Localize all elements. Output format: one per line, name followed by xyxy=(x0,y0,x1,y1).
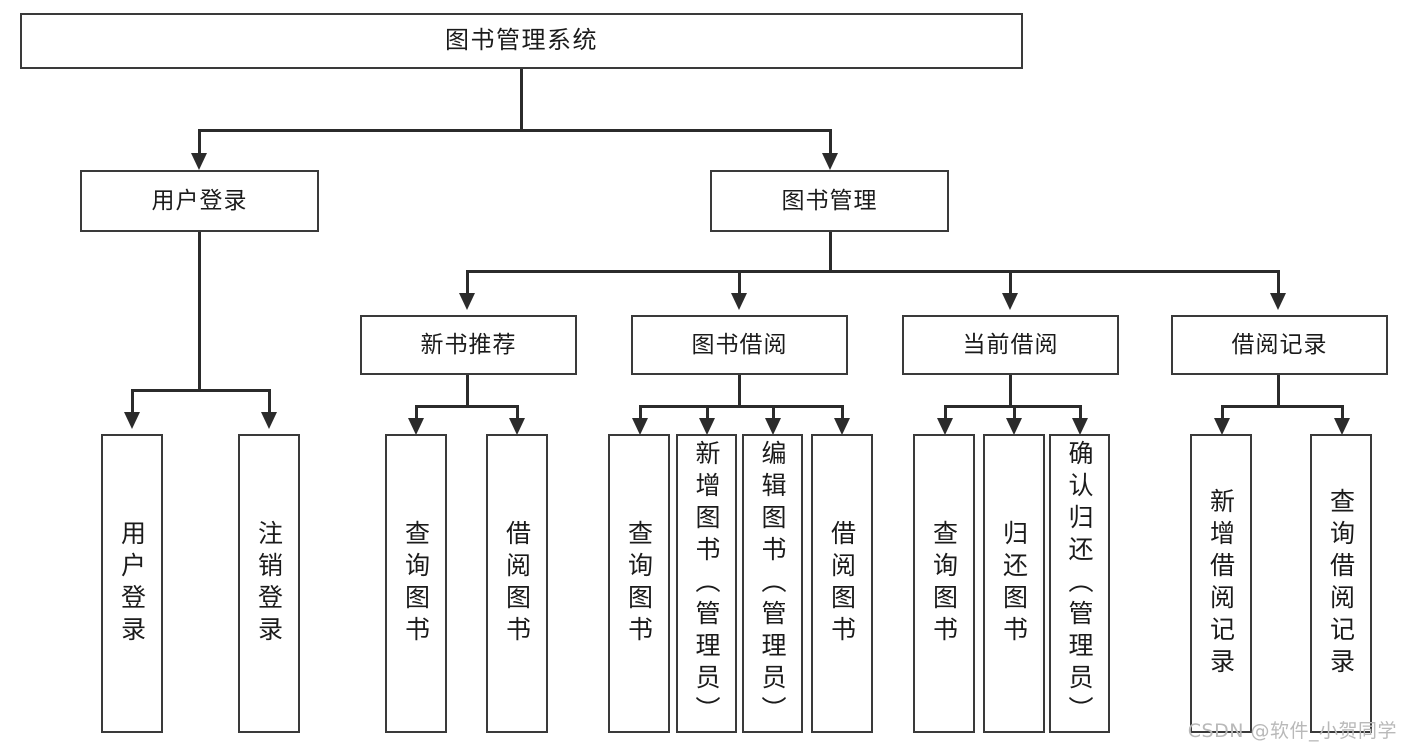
connector-user-login-to-leaf-2 xyxy=(268,389,271,414)
node-label: 查询借阅记录 xyxy=(1326,487,1356,680)
leaf-query-borrow-record[interactable]: 查询借阅记录 xyxy=(1310,434,1372,733)
node-new-book-recommend[interactable]: 新书推荐 xyxy=(360,315,577,375)
connector-book-borrow-stem xyxy=(738,375,741,407)
node-book-management[interactable]: 图书管理 xyxy=(710,170,949,232)
node-label: 注销登录 xyxy=(254,519,284,648)
node-label: 查询图书 xyxy=(624,519,654,648)
arrow-nb-to-leaf-1 xyxy=(408,418,424,435)
leaf-add-borrow-record[interactable]: 新增借阅记录 xyxy=(1190,434,1252,733)
connector-current-borrow-bus xyxy=(944,405,1081,408)
connector-cb-to-leaf-1 xyxy=(944,405,947,420)
arrow-user-login-to-leaf-2 xyxy=(261,412,277,429)
connector-borrow-record-stem xyxy=(1277,375,1280,407)
leaf-logout[interactable]: 注销登录 xyxy=(238,434,300,733)
connector-nb-to-leaf-1 xyxy=(415,405,418,420)
node-label: 新增图书（管理员） xyxy=(692,440,721,728)
connector-bm-to-current-borrow xyxy=(1009,270,1012,295)
csdn-watermark: CSDN @软件_小贺同学 xyxy=(1187,720,1397,742)
arrow-root-to-book-management xyxy=(822,153,838,170)
connector-user-login-to-leaf-1 xyxy=(131,389,134,414)
node-label: 确认归还（管理员） xyxy=(1065,440,1094,728)
arrow-bm-to-borrow-record xyxy=(1270,293,1286,310)
node-label: 图书管理 xyxy=(781,187,878,214)
leaf-add-book-admin[interactable]: 新增图书（管理员） xyxy=(676,434,737,733)
connector-new-book-stem xyxy=(466,375,469,407)
arrow-bb-to-leaf-3 xyxy=(765,418,781,435)
node-label: 借阅图书 xyxy=(502,519,532,648)
connector-nb-to-leaf-2 xyxy=(516,405,519,420)
node-label: 用户登录 xyxy=(151,187,248,214)
connector-root-bus xyxy=(198,129,832,132)
arrow-bb-to-leaf-2 xyxy=(699,418,715,435)
arrow-cb-to-leaf-3 xyxy=(1072,418,1088,435)
node-label: 新增借阅记录 xyxy=(1206,487,1236,680)
node-label: 编辑图书（管理员） xyxy=(758,440,787,728)
connector-user-login-stem xyxy=(198,232,201,392)
connector-root-to-user-login xyxy=(198,129,201,155)
node-label: 借阅记录 xyxy=(1231,331,1328,358)
connector-book-management-bus xyxy=(466,270,1280,273)
node-current-borrow[interactable]: 当前借阅 xyxy=(902,315,1119,375)
connector-book-management-stem xyxy=(829,232,832,272)
arrow-bb-to-leaf-1 xyxy=(632,418,648,435)
arrow-cb-to-leaf-1 xyxy=(937,418,953,435)
node-label: 归还图书 xyxy=(999,519,1029,648)
arrow-bb-to-leaf-4 xyxy=(834,418,850,435)
leaf-query-book-borrow[interactable]: 查询图书 xyxy=(608,434,670,733)
arrow-br-to-leaf-2 xyxy=(1334,418,1350,435)
connector-bb-to-leaf-4 xyxy=(841,405,844,420)
connector-root-stem xyxy=(520,69,523,131)
leaf-user-login[interactable]: 用户登录 xyxy=(101,434,163,733)
leaf-borrow-book[interactable]: 借阅图书 xyxy=(811,434,873,733)
node-label: 图书借阅 xyxy=(691,331,788,358)
connector-cb-to-leaf-2 xyxy=(1013,405,1016,420)
connector-br-to-leaf-2 xyxy=(1341,405,1344,420)
node-label: 查询图书 xyxy=(929,519,959,648)
node-label: 当前借阅 xyxy=(962,331,1059,358)
leaf-confirm-return-admin[interactable]: 确认归还（管理员） xyxy=(1049,434,1110,733)
connector-user-login-bus xyxy=(131,389,268,392)
connector-new-book-bus xyxy=(415,405,519,408)
connector-br-to-leaf-1 xyxy=(1221,405,1224,420)
connector-bb-to-leaf-3 xyxy=(772,405,775,420)
connector-cb-to-leaf-3 xyxy=(1079,405,1082,420)
connector-bm-to-borrow-record xyxy=(1277,270,1280,295)
arrow-bm-to-current-borrow xyxy=(1002,293,1018,310)
arrow-bm-to-new-book xyxy=(459,293,475,310)
connector-borrow-record-bus xyxy=(1221,405,1343,408)
node-label: 查询图书 xyxy=(401,519,431,648)
connector-bb-to-leaf-1 xyxy=(639,405,642,420)
leaf-borrow-book-new[interactable]: 借阅图书 xyxy=(486,434,548,733)
node-user-login[interactable]: 用户登录 xyxy=(80,170,319,232)
arrow-user-login-to-leaf-1 xyxy=(124,412,140,429)
connector-current-borrow-stem xyxy=(1009,375,1012,407)
arrow-bm-to-book-borrow xyxy=(731,293,747,310)
connector-bb-to-leaf-2 xyxy=(706,405,709,420)
connector-bm-to-new-book xyxy=(466,270,469,295)
arrow-cb-to-leaf-2 xyxy=(1006,418,1022,435)
arrow-root-to-user-login xyxy=(191,153,207,170)
node-label: 图书管理系统 xyxy=(445,26,598,55)
node-label: 新书推荐 xyxy=(420,331,517,358)
node-label: 用户登录 xyxy=(117,519,147,648)
node-book-management-system[interactable]: 图书管理系统 xyxy=(20,13,1023,69)
leaf-query-book-current[interactable]: 查询图书 xyxy=(913,434,975,733)
leaf-edit-book-admin[interactable]: 编辑图书（管理员） xyxy=(742,434,803,733)
connector-book-borrow-bus xyxy=(639,405,844,408)
leaf-query-book-new[interactable]: 查询图书 xyxy=(385,434,447,733)
node-borrow-record[interactable]: 借阅记录 xyxy=(1171,315,1388,375)
arrow-br-to-leaf-1 xyxy=(1214,418,1230,435)
leaf-return-book[interactable]: 归还图书 xyxy=(983,434,1045,733)
arrow-nb-to-leaf-2 xyxy=(509,418,525,435)
node-book-borrow[interactable]: 图书借阅 xyxy=(631,315,848,375)
connector-root-to-book-management xyxy=(829,129,832,155)
connector-bm-to-book-borrow xyxy=(738,270,741,295)
node-label: 借阅图书 xyxy=(827,519,857,648)
